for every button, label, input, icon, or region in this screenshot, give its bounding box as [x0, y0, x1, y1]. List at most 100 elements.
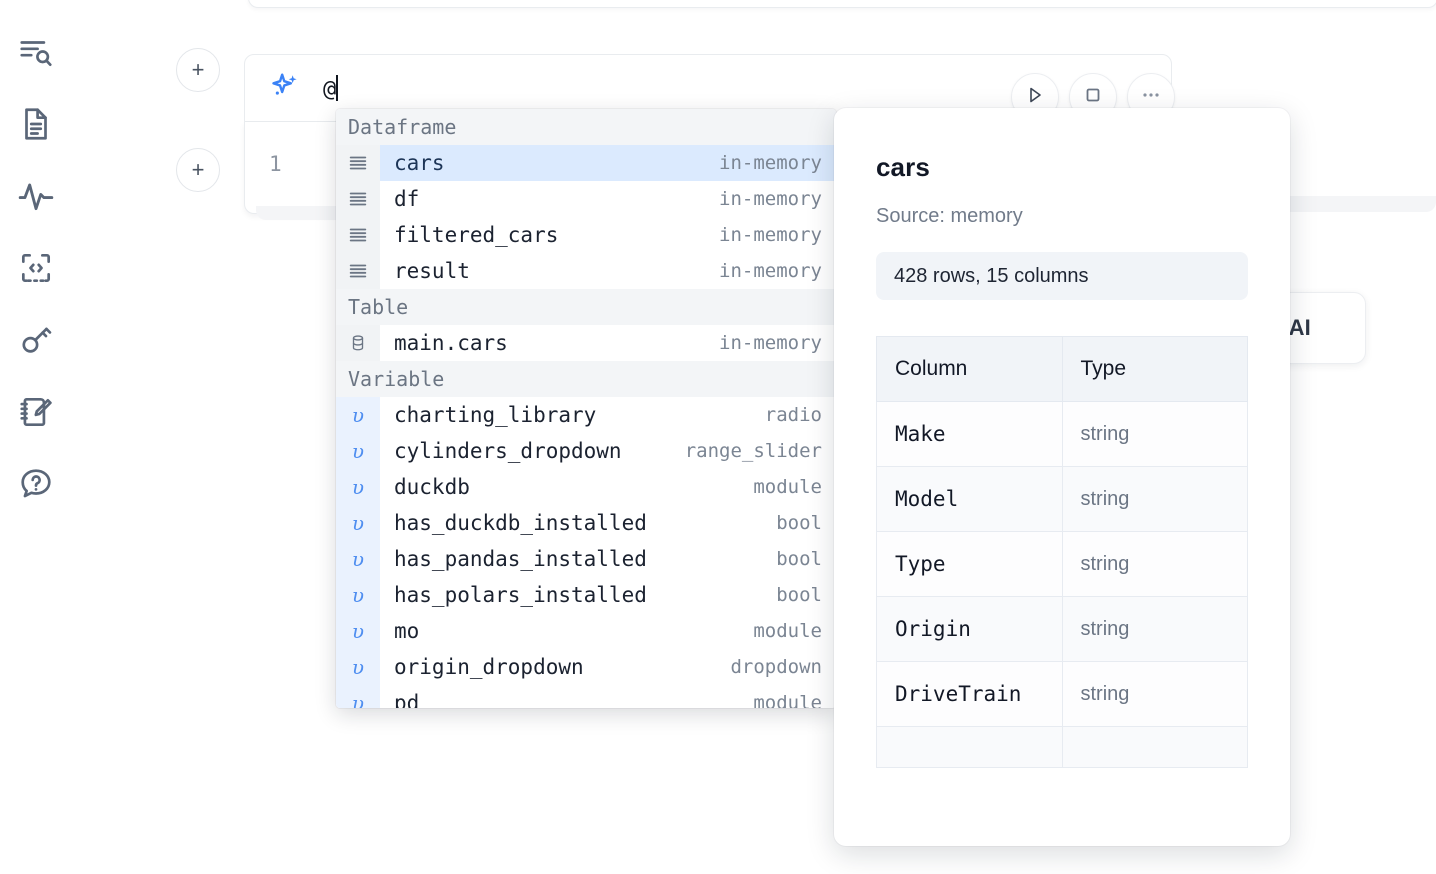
ellipsis-icon	[1139, 83, 1163, 112]
variable-icon: υ	[336, 649, 380, 685]
add-cell-button-top[interactable]: +	[176, 48, 220, 92]
doc-shape-badge: 428 rows, 15 columns	[876, 252, 1248, 300]
autocomplete-item-label: has_pandas_installed	[394, 547, 647, 571]
autocomplete-item-meta: dropdown	[730, 656, 822, 678]
outline-search-icon	[17, 33, 55, 71]
autocomplete-item-label: has_polars_installed	[394, 583, 647, 607]
doc-table-header-row: Column Type	[876, 336, 1248, 402]
dataframe-icon	[336, 145, 380, 181]
code-snippet-icon	[17, 249, 55, 287]
autocomplete-item-label: filtered_cars	[394, 223, 559, 247]
autocomplete-item-label: origin_dropdown	[394, 655, 584, 679]
autocomplete-item-meta: in-memory	[719, 152, 822, 174]
dataframe-icon	[336, 217, 380, 253]
ai-prompt-input-wrapper[interactable]: @	[305, 55, 1171, 121]
autocomplete-item-meta: bool	[776, 512, 822, 534]
doc-cell-column: Model	[876, 466, 1063, 532]
doc-cell-type: string	[1061, 531, 1248, 597]
doc-cell-column: Make	[876, 401, 1063, 467]
autocomplete-item-meta: radio	[764, 404, 822, 426]
line-number: 1	[269, 152, 282, 176]
autocomplete-item[interactable]: υ charting_library radio	[336, 397, 836, 433]
sidebar-item-secrets[interactable]	[8, 304, 64, 376]
activity-pulse-icon	[17, 177, 55, 215]
autocomplete-item-meta: bool	[776, 584, 822, 606]
variable-icon: υ	[336, 541, 380, 577]
variable-icon: υ	[336, 505, 380, 541]
doc-cell-type: string	[1061, 661, 1248, 727]
doc-cell-type: string	[1061, 401, 1248, 467]
text-caret	[336, 74, 339, 101]
autocomplete-item-label: df	[394, 187, 420, 211]
autocomplete-item-meta: module	[753, 620, 822, 642]
doc-table-head: Column Type	[876, 336, 1248, 402]
doc-cell-column	[876, 726, 1063, 768]
autocomplete-item[interactable]: υ has_polars_installed bool	[336, 577, 836, 613]
previous-cell	[248, 0, 1436, 8]
autocomplete-item-meta: range_slider	[684, 440, 822, 462]
autocomplete-item-label: mo	[394, 619, 420, 643]
autocomplete-item[interactable]: υ origin_dropdown dropdown	[336, 649, 836, 685]
autocomplete-group-header: Dataframe	[336, 109, 836, 145]
sidebar-item-scratchpad[interactable]	[8, 376, 64, 448]
doc-title: cars	[876, 152, 930, 182]
autocomplete-item-label: pd	[394, 691, 420, 708]
sidebar-item-help[interactable]	[8, 448, 64, 520]
autocomplete-item-meta: module	[753, 476, 822, 498]
doc-cell-type: string	[1061, 466, 1248, 532]
autocomplete-group-header: Table	[336, 289, 836, 325]
autocomplete-item-label: result	[394, 259, 470, 283]
variable-icon: υ	[336, 469, 380, 505]
doc-table-row	[876, 726, 1248, 768]
doc-cell-type: string	[1061, 596, 1248, 662]
autocomplete-item[interactable]: result in-memory	[336, 253, 836, 289]
variable-icon: υ	[336, 397, 380, 433]
autocomplete-group-header: Variable	[336, 361, 836, 397]
sidebar-item-variables[interactable]	[8, 160, 64, 232]
play-icon	[1023, 83, 1047, 112]
doc-col-header-column: Column	[876, 336, 1063, 402]
variable-icon: υ	[336, 685, 380, 708]
autocomplete-item-meta: in-memory	[719, 260, 822, 282]
sidebar-item-snippets[interactable]	[8, 232, 64, 304]
scratchpad-edit-icon	[17, 393, 55, 431]
sparkle-icon	[265, 68, 305, 108]
ai-prompt-input[interactable]: @	[323, 74, 339, 102]
stop-square-icon	[1081, 83, 1105, 112]
dataframe-icon	[336, 181, 380, 217]
completion-documentation-panel: cars Source: memory 428 rows, 15 columns…	[834, 108, 1290, 846]
autocomplete-item-label: cylinders_dropdown	[394, 439, 622, 463]
dataframe-icon	[336, 253, 380, 289]
variable-icon: υ	[336, 577, 380, 613]
sidebar-item-files[interactable]	[8, 88, 64, 160]
autocomplete-item-label: charting_library	[394, 403, 597, 427]
add-cell-button-bottom[interactable]: +	[176, 148, 220, 192]
help-chat-icon	[17, 465, 55, 503]
left-icon-rail	[0, 0, 72, 874]
autocomplete-item-meta: in-memory	[719, 332, 822, 354]
sidebar-item-explore[interactable]	[8, 16, 64, 88]
document-icon	[17, 105, 55, 143]
doc-source: Source: memory	[876, 205, 1023, 227]
autocomplete-item-meta: module	[753, 692, 822, 708]
table-database-icon	[336, 325, 380, 361]
doc-col-header-type: Type	[1061, 336, 1248, 402]
doc-cell-column: DriveTrain	[876, 661, 1063, 727]
